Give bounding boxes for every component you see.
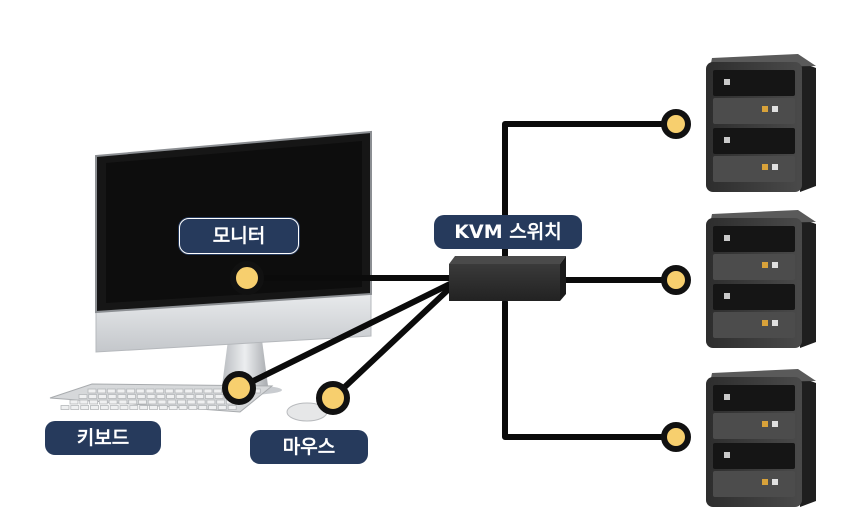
keyboard-key bbox=[155, 388, 165, 394]
keyboard-key bbox=[213, 388, 223, 394]
keyboard-key bbox=[88, 394, 98, 399]
keyboard-key bbox=[136, 394, 146, 399]
keyboard-key bbox=[157, 399, 167, 405]
keyboard-key bbox=[116, 388, 126, 394]
keyboard-key bbox=[177, 399, 187, 405]
keyboard-key bbox=[214, 394, 224, 399]
keyboard-key bbox=[89, 399, 98, 405]
keyboard-key bbox=[217, 405, 227, 410]
keyboard-key bbox=[198, 405, 208, 410]
label-mouse: 마우스 bbox=[250, 430, 368, 464]
keyboard-key bbox=[118, 399, 128, 405]
keyboard-key bbox=[137, 399, 147, 405]
keyboard-key bbox=[90, 405, 99, 410]
keyboard-key bbox=[206, 399, 216, 405]
keyboard-key bbox=[185, 394, 195, 399]
cable-keyboard bbox=[236, 281, 453, 391]
label-keyboard: 키보드 bbox=[45, 421, 161, 455]
keyboard-key bbox=[147, 399, 157, 405]
keyboard-key bbox=[174, 388, 184, 394]
keyboard-key bbox=[106, 388, 116, 394]
server-tower-icon bbox=[706, 369, 816, 507]
keyboard-key bbox=[108, 399, 118, 405]
keyboard-key bbox=[99, 405, 109, 410]
keyboard-key bbox=[117, 394, 127, 399]
keyboard-key bbox=[139, 405, 149, 410]
server-tower-icon bbox=[706, 210, 816, 348]
keyboard-key bbox=[135, 388, 145, 394]
port-server-2 bbox=[661, 265, 691, 295]
keyboard-key bbox=[158, 405, 168, 410]
keyboard-key bbox=[178, 405, 188, 410]
keyboard-key bbox=[97, 388, 107, 394]
keyboard-key bbox=[203, 388, 213, 394]
cable-server-1 bbox=[502, 121, 679, 259]
keyboard-key bbox=[126, 388, 136, 394]
cable-mouse bbox=[330, 285, 453, 401]
port-server-3 bbox=[661, 422, 691, 452]
server-tower-icon bbox=[706, 54, 816, 192]
keyboard-key bbox=[70, 405, 80, 410]
kvm-switch-box-icon bbox=[449, 256, 566, 301]
keyboard-key bbox=[87, 388, 97, 394]
port-keyboard bbox=[222, 371, 256, 405]
label-kvm-switch: KVM 스위치 bbox=[434, 215, 582, 249]
keyboard-key bbox=[109, 405, 119, 410]
keyboard-key bbox=[69, 399, 79, 405]
keyboard-key bbox=[145, 388, 155, 394]
keyboard-key bbox=[166, 394, 175, 399]
keyboard-key bbox=[208, 405, 217, 410]
keyboard-key bbox=[60, 405, 70, 410]
keyboard-key bbox=[195, 394, 205, 399]
label-monitor: 모니터 bbox=[179, 218, 299, 254]
keyboard-key bbox=[128, 399, 138, 405]
cables bbox=[236, 121, 679, 440]
keyboard-key bbox=[129, 405, 139, 410]
keyboard-key bbox=[204, 394, 214, 399]
keyboard-key bbox=[188, 405, 198, 410]
imac-monitor-icon bbox=[95, 130, 372, 395]
keyboard-key bbox=[196, 399, 206, 405]
keyboard-key bbox=[168, 405, 178, 410]
keyboard-key bbox=[78, 394, 88, 399]
port-mouse bbox=[316, 381, 350, 415]
keyboard-key bbox=[184, 388, 194, 394]
keyboard-key bbox=[227, 405, 237, 410]
servers bbox=[706, 54, 816, 507]
keyboard-key bbox=[149, 405, 158, 410]
keyboard-key bbox=[98, 394, 107, 399]
ports bbox=[222, 109, 691, 452]
port-monitor bbox=[230, 261, 264, 295]
keyboard-key bbox=[127, 394, 136, 399]
keyboard-key bbox=[119, 405, 129, 410]
keyboard-key bbox=[107, 394, 117, 399]
keyboard-key bbox=[156, 394, 166, 399]
keyboard-key bbox=[79, 399, 89, 405]
keyboard-key bbox=[216, 399, 226, 405]
port-server-1 bbox=[661, 109, 691, 139]
keyboard-key bbox=[167, 399, 177, 405]
keyboard-key bbox=[175, 394, 185, 399]
keyboard-key bbox=[164, 388, 174, 394]
keyboard-key bbox=[80, 405, 90, 410]
keyboard-key bbox=[98, 399, 108, 405]
keyboard-key bbox=[186, 399, 196, 405]
cable-server-3 bbox=[502, 299, 679, 440]
keyboard-key bbox=[146, 394, 156, 399]
keyboard-key bbox=[193, 388, 203, 394]
